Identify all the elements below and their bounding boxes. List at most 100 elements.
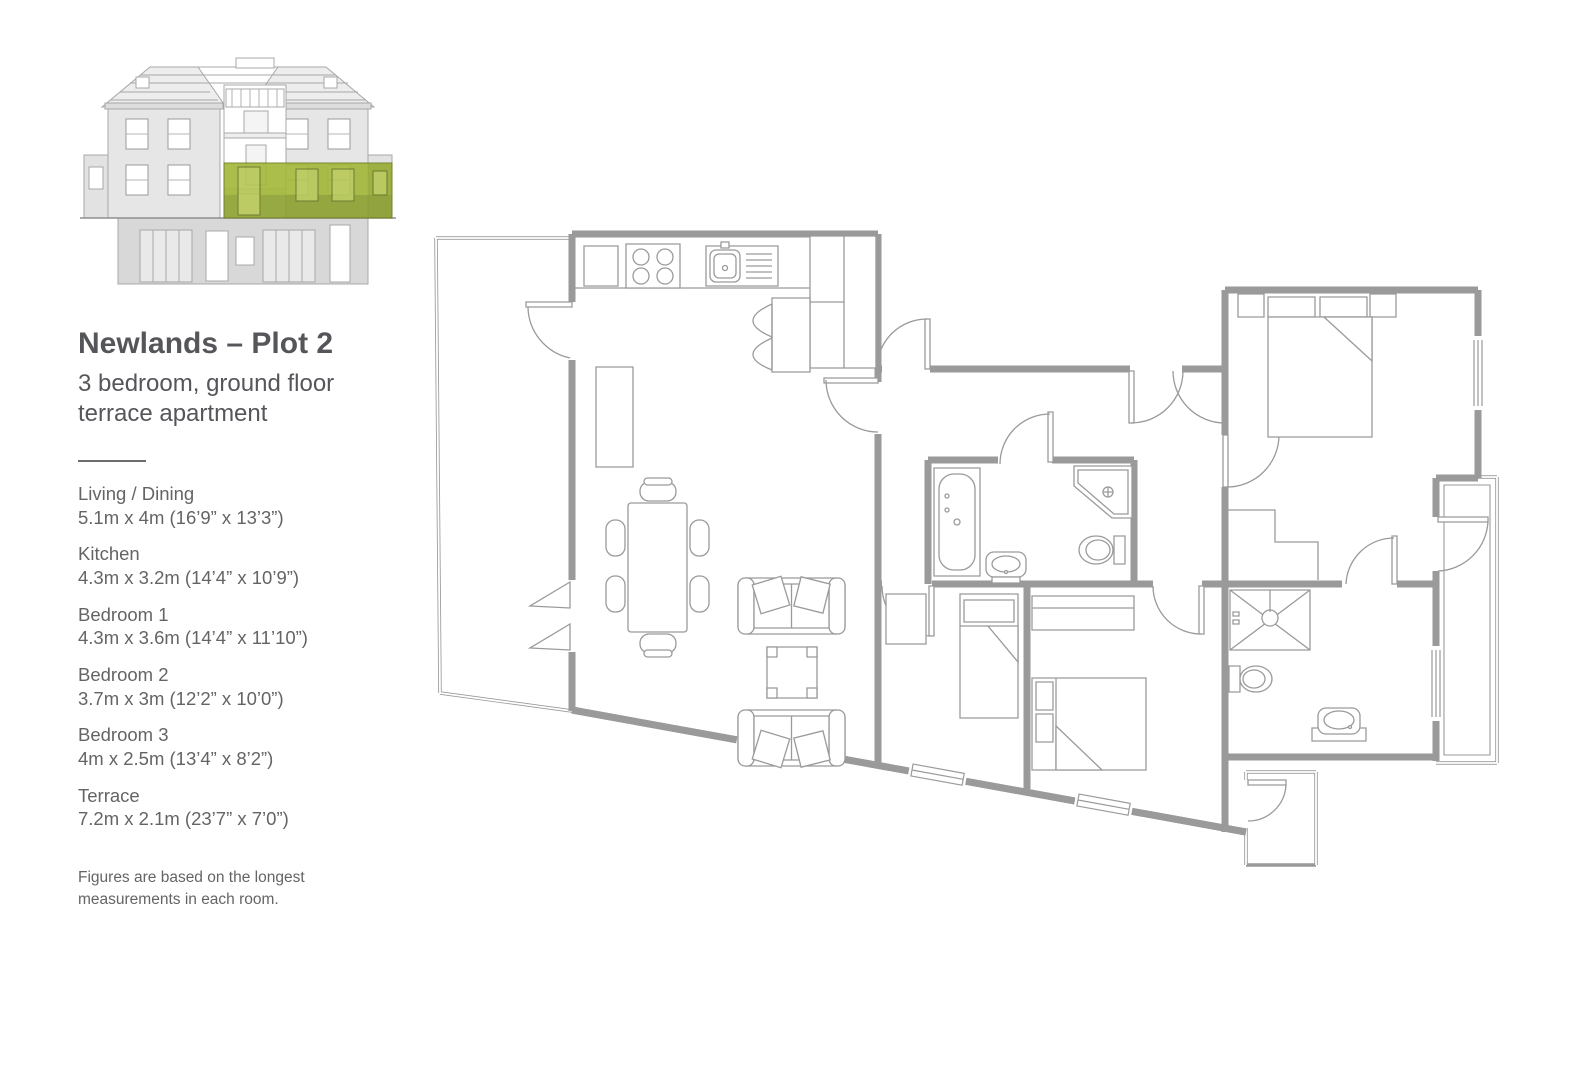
sideboard [596, 367, 633, 467]
pillow [964, 600, 1014, 622]
room-name: Kitchen [78, 543, 140, 565]
hob-icon [626, 244, 680, 288]
room-dimensions: 4m x 2.5m (13’4” x 8’2”) [78, 747, 274, 769]
window-south-2 [907, 760, 968, 788]
ensuite [1229, 590, 1366, 741]
room-name: Terrace [78, 784, 140, 806]
drainer-lines [746, 254, 772, 278]
basin-icon [986, 552, 1026, 583]
door-arc [1153, 586, 1201, 634]
cushion [794, 577, 830, 613]
door-leaf [1199, 586, 1204, 634]
dresser [1032, 596, 1134, 630]
sink-icon [706, 242, 778, 286]
doors [526, 302, 1488, 821]
divider [78, 459, 146, 462]
armrest [738, 578, 754, 634]
door-arc [1248, 785, 1286, 821]
room-name: Bedroom 3 [78, 724, 169, 746]
kitchen [573, 236, 876, 372]
door-leaf [824, 378, 878, 383]
room-entry: Bedroom 2 3.7m x 3m (12’2” x 10’0”) [78, 663, 398, 710]
chair [606, 576, 625, 612]
room-name: Bedroom 2 [78, 663, 169, 685]
door-leaf [1248, 780, 1286, 785]
dormer-window [324, 77, 337, 88]
door-leaf [526, 302, 572, 307]
bedroom2 [1032, 596, 1146, 770]
pillow [1268, 297, 1315, 317]
folded-blanket [1324, 317, 1372, 361]
room-entry: Bedroom 1 4.3m x 3.6m (14’4” x 11’10”) [78, 603, 398, 650]
larder-cupboard [753, 298, 810, 372]
page-subtitle: 3 bedroom, ground floor terrace apartmen… [78, 370, 335, 428]
room-name: Living / Dining [78, 482, 195, 504]
folded-blanket [988, 626, 1018, 662]
pillow [1036, 714, 1053, 742]
room-dimensions: 4.3m x 3.2m (14’4” x 10’9”) [78, 566, 300, 588]
dormer-window [136, 77, 149, 88]
page-title: Newlands – Plot 2 [78, 327, 334, 360]
door-arc [1438, 521, 1488, 571]
armrest [829, 578, 845, 634]
chopping-board [584, 246, 618, 286]
bedside-table [1238, 294, 1264, 317]
wardrobe [1228, 510, 1318, 580]
chair [690, 576, 709, 612]
bedroom3 [886, 594, 1018, 718]
corner-shower-icon [1074, 466, 1132, 518]
walls [568, 230, 1482, 832]
balcony-inner-line [1444, 485, 1490, 755]
ground-floor-doors [140, 225, 350, 282]
chair [606, 520, 625, 556]
door-arc [1000, 414, 1050, 464]
room-name: Bedroom 1 [78, 603, 169, 625]
toilet-icon [1079, 536, 1125, 564]
door-arc [1173, 371, 1225, 423]
plot-highlight [224, 163, 392, 218]
room-entry: Bedroom 3 4m x 2.5m (13’4” x 8’2”) [78, 723, 398, 770]
folded-blanket [1056, 726, 1102, 770]
pillow [1320, 297, 1367, 317]
building-elevation-image [78, 55, 398, 295]
bathroom [934, 466, 1132, 583]
entrance-door-leaf [1129, 371, 1134, 423]
floor-plan [420, 230, 1510, 880]
bedroom1 [1228, 294, 1396, 580]
tall-units [810, 236, 876, 368]
door-leaf [1048, 412, 1053, 462]
door-arc [528, 307, 570, 358]
living-dining [596, 367, 846, 769]
room-dimensions: 4.3m x 3.6m (14’4” x 11’10”) [78, 627, 308, 649]
door-leaf [1438, 517, 1488, 522]
window-bedroom1 [1472, 336, 1484, 410]
shower-icon [1230, 590, 1310, 650]
sofa-icon [738, 576, 845, 634]
door-arc [1346, 538, 1394, 584]
bifold-door [530, 582, 570, 650]
door-leaf [925, 319, 930, 369]
pillow [1036, 682, 1053, 710]
door-leaf [1223, 435, 1228, 487]
room-dimensions: 3.7m x 3m (12’2” x 10’0”) [78, 687, 284, 709]
door-arc [1227, 435, 1279, 487]
room-entry: Living / Dining 5.1m x 4m (16’9” x 13’3”… [78, 482, 398, 529]
dining-table-icon [606, 478, 709, 657]
coffee-table-icon [767, 647, 817, 698]
room-entry: Kitchen 4.3m x 3.2m (14’4” x 10’9”) [78, 542, 398, 589]
door-leaf [1392, 536, 1397, 584]
bedside-table [1370, 294, 1396, 317]
footnote: Figures are based on the longest measure… [78, 869, 305, 909]
wardrobe [886, 594, 926, 644]
title-block: Newlands – Plot 2 3 bedroom, ground floo… [78, 327, 398, 912]
basin-icon [1312, 708, 1366, 741]
door-arc [1131, 371, 1183, 423]
sofa-icon [737, 709, 846, 769]
room-dimensions: 5.1m x 4m (16’9” x 13’3”) [78, 506, 284, 528]
window-ensuite [1430, 646, 1442, 721]
door-leaf [929, 586, 934, 636]
door-arc [877, 319, 927, 369]
bathtub-icon [934, 468, 980, 576]
chair [690, 520, 709, 556]
